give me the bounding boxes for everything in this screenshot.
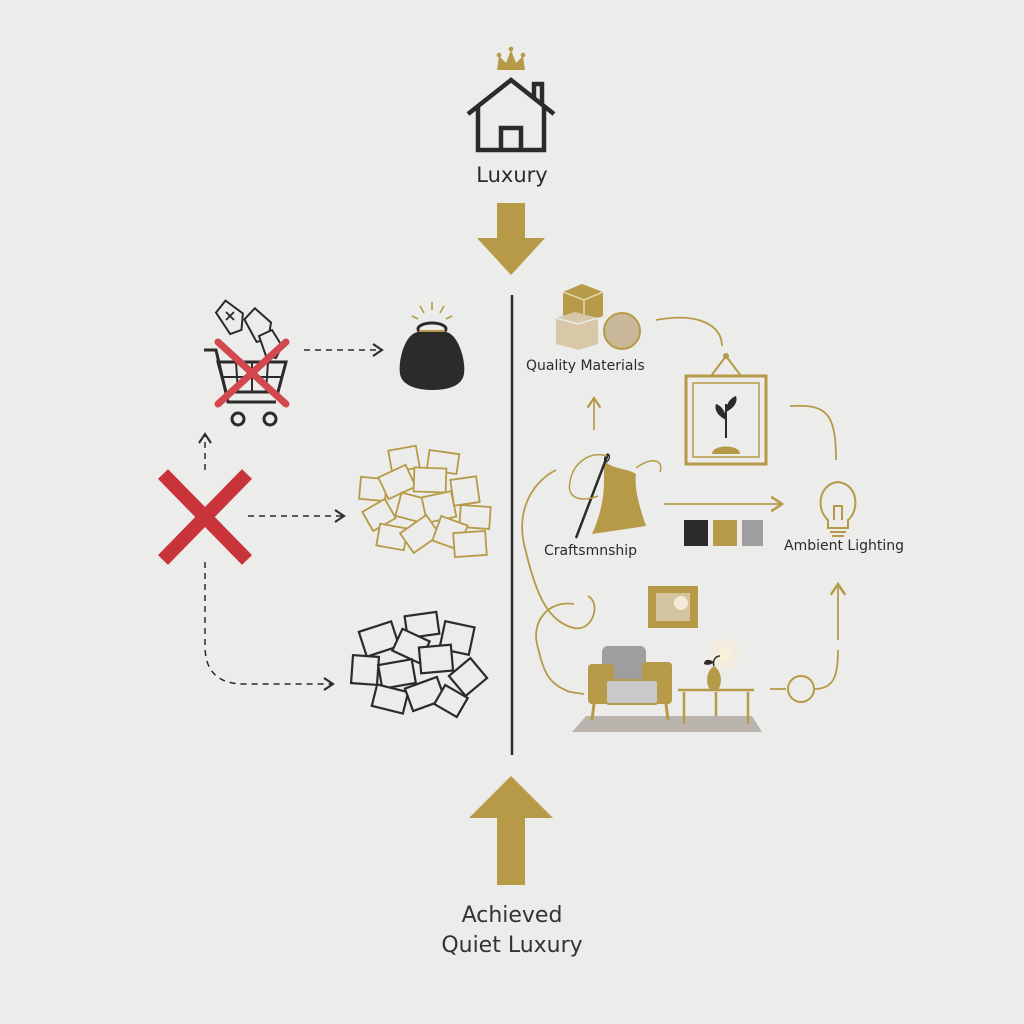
shopping-cart-crossed-icon	[204, 338, 290, 427]
framed-plant-icon	[684, 353, 768, 466]
armchair-icon	[588, 646, 672, 721]
money-bag-icon	[399, 302, 465, 390]
house-icon	[466, 77, 556, 153]
material-blocks-icon	[555, 284, 641, 350]
label-ambient-lighting: Ambient Lighting	[784, 538, 905, 554]
color-swatches-icon	[684, 520, 763, 546]
black-paper-pile-icon	[349, 610, 489, 719]
label-craftsmanship: Craftsmnship	[544, 543, 638, 559]
label-quiet-luxury: Quiet Luxury	[441, 933, 583, 958]
down-arrow	[477, 203, 545, 275]
needle-and-fabric-icon	[568, 453, 662, 539]
gold-paper-pile-icon	[358, 444, 492, 559]
light-bulb-icon	[819, 480, 857, 537]
large-red-x-icon	[157, 469, 253, 565]
label-quality-materials: Quality Materials	[526, 358, 645, 374]
connector-node	[787, 675, 815, 703]
small-frame-icon	[648, 586, 698, 628]
crown-icon	[496, 46, 526, 70]
floor-rug	[572, 716, 762, 732]
label-achieved-quiet-luxury: Achieved Quiet Luxury	[412, 901, 612, 961]
label-achieved: Achieved	[461, 903, 563, 928]
price-tag-icon	[214, 299, 284, 360]
title-luxury: Luxury	[476, 163, 548, 187]
lamp-icon	[704, 638, 740, 690]
up-arrow	[469, 776, 553, 885]
